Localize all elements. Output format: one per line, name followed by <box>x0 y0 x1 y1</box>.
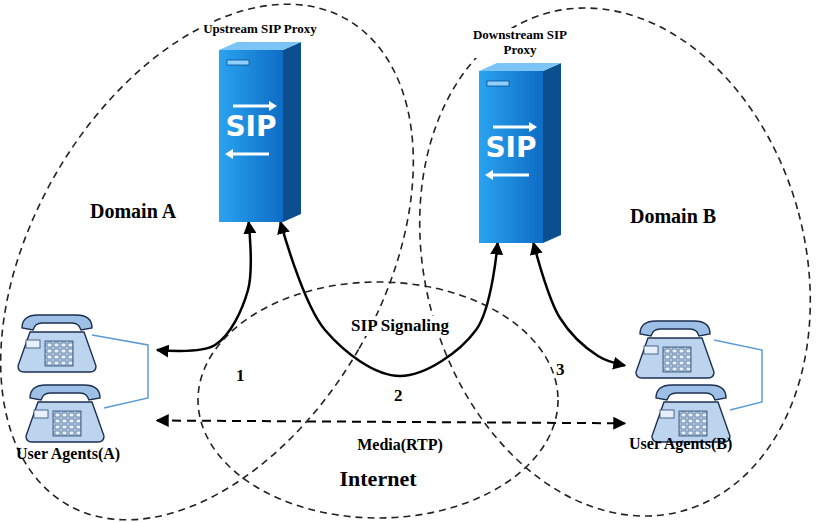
user-agent-phones: User Agents(A) <box>12 305 157 465</box>
node-label: Downstream SIP Proxy <box>464 28 576 58</box>
node-label: User Agents(B) <box>629 435 732 453</box>
dashed-ellipse <box>0 0 414 523</box>
phone-icon <box>18 315 96 372</box>
callout-number: 3 <box>556 360 565 380</box>
node-label: User Agents(A) <box>16 445 120 463</box>
signaling-arrow <box>280 222 497 376</box>
dashed-ellipse <box>418 0 836 523</box>
user-agent-phones: User Agents(B) <box>625 295 770 455</box>
media-arrow <box>157 420 625 423</box>
callout-number: 2 <box>394 386 403 406</box>
node-label: Domain B <box>630 205 716 228</box>
callout-number: 1 <box>236 366 245 386</box>
sip-proxy-server: Downstream SIP ProxySIP <box>464 28 576 243</box>
logo-text: SIP <box>225 111 276 143</box>
phone-icon <box>652 385 730 442</box>
edge-label: Media(RTP) <box>357 436 443 454</box>
domain-ellipse: Downstream SIP ProxySIP User Agents(B) Dom… <box>418 0 836 523</box>
node-label: Upstream SIP Proxy <box>203 22 317 37</box>
phone-icon <box>26 385 104 442</box>
signaling-arrow <box>157 222 251 351</box>
node-label: Internet <box>340 466 417 491</box>
signaling-arrow <box>533 243 625 366</box>
phone-icon <box>636 321 714 378</box>
node-label: Domain A <box>90 200 176 223</box>
domain-ellipse: Upstream SIP ProxySIP User Agents(A) Domai… <box>0 0 414 523</box>
annotation-label: SIP Signaling <box>350 316 450 336</box>
sip-proxy-server: Upstream SIP ProxySIP <box>203 22 317 222</box>
logo-text: SIP <box>485 132 536 164</box>
